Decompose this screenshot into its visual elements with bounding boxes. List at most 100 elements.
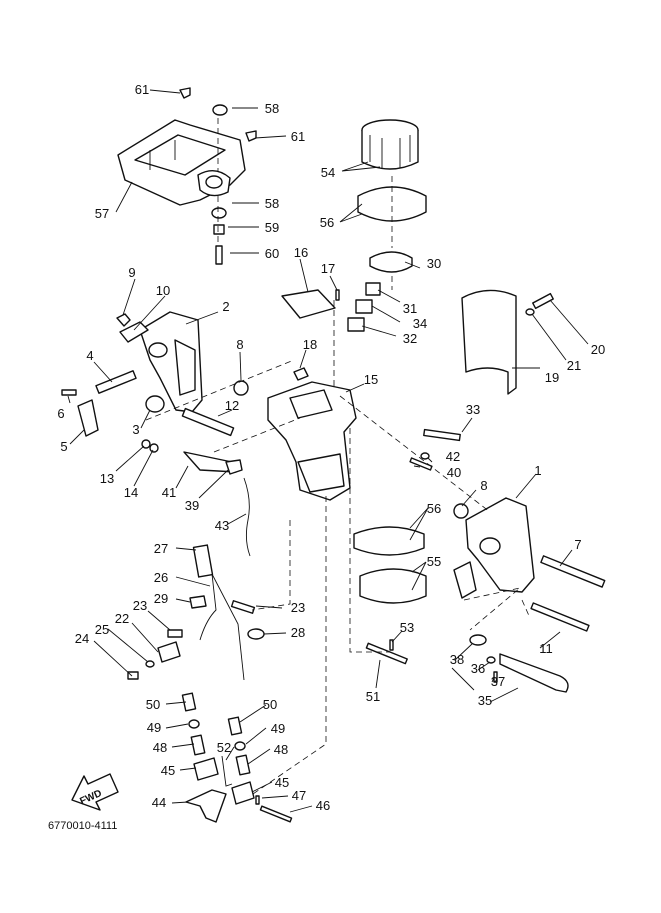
nut-part — [293, 367, 309, 381]
part-label: 2 — [222, 299, 229, 314]
part-label: 49 — [147, 720, 161, 735]
part-label: 27 — [154, 541, 168, 556]
part-label: 31 — [403, 301, 417, 316]
part-label: 22 — [115, 611, 129, 626]
part-label: 26 — [154, 570, 168, 585]
part-label: 34 — [413, 316, 427, 331]
part-label: 44 — [152, 795, 166, 810]
part-label: 50 — [263, 697, 277, 712]
part-label: 35 — [478, 693, 492, 708]
part-label: 37 — [491, 674, 505, 689]
shaft-part — [365, 642, 408, 665]
part-label: 43 — [215, 518, 229, 533]
bolt-part — [532, 292, 554, 310]
band-part — [369, 251, 413, 273]
grommet-part — [212, 104, 228, 116]
part-label: 8 — [236, 337, 243, 352]
washer-part — [525, 308, 535, 316]
part-label: 28 — [291, 625, 305, 640]
spring-part — [190, 734, 206, 756]
part-label: 48 — [274, 742, 288, 757]
part-label: 13 — [100, 471, 114, 486]
part-label: 56 — [427, 501, 441, 516]
part-label: 54 — [321, 165, 335, 180]
part-label: 21 — [567, 358, 581, 373]
pin-part — [493, 671, 498, 683]
part-label: 23 — [133, 598, 147, 613]
screw-part — [95, 370, 137, 394]
part-label: 3 — [132, 422, 139, 437]
part-label: 7 — [574, 537, 581, 552]
shaft-part — [181, 407, 235, 437]
pad-part — [145, 395, 165, 413]
part-label: 55 — [427, 554, 441, 569]
spring-part — [230, 600, 256, 614]
bolt-part — [127, 671, 139, 680]
rod-part — [243, 477, 251, 557]
clamp-bracket-part — [453, 497, 535, 599]
part-label: 16 — [294, 245, 308, 260]
part-label: 19 — [545, 370, 559, 385]
part-label: 11 — [539, 641, 553, 656]
washer-part — [149, 443, 159, 453]
nut-part — [116, 313, 131, 327]
pin-part — [389, 639, 394, 651]
nut-part — [420, 452, 430, 460]
bushing-part — [167, 629, 183, 638]
part-label: 6 — [57, 406, 64, 421]
swivel-bracket-part — [267, 381, 357, 501]
part-label: 49 — [271, 721, 285, 736]
spring-part — [247, 628, 265, 640]
part-label: 33 — [466, 402, 480, 417]
bracket-part — [193, 757, 219, 781]
washer-part — [188, 719, 200, 729]
pin-part — [335, 289, 340, 301]
part-label: 58 — [265, 101, 279, 116]
part-label: 9 — [128, 265, 135, 280]
leader-lines — [67, 89, 589, 813]
washer-part — [486, 656, 496, 664]
plate-part — [77, 399, 99, 437]
block-part — [365, 282, 381, 296]
part-label: 61 — [135, 82, 149, 97]
cover-part — [461, 289, 517, 395]
part-label: 23 — [291, 600, 305, 615]
part-label: 4 — [86, 348, 93, 363]
bolt-part — [215, 245, 223, 265]
part-label: 36 — [471, 661, 485, 676]
pin-part — [221, 755, 233, 787]
bolt-part — [61, 389, 77, 396]
lever-part — [185, 789, 227, 823]
part-label: 39 — [185, 498, 199, 513]
bolt-part — [423, 428, 461, 442]
part-label: 17 — [321, 261, 335, 276]
part-label: 38 — [450, 652, 464, 667]
pin-part — [255, 795, 260, 805]
steering-bracket-part — [117, 119, 246, 206]
part-label: 45 — [161, 763, 175, 778]
part-label: 57 — [95, 206, 109, 221]
part-label: 41 — [162, 485, 176, 500]
grommet-part — [211, 207, 227, 219]
cap-part — [227, 716, 243, 736]
bracket-part — [157, 641, 181, 663]
part-label: 45 — [275, 775, 289, 790]
collar-part — [233, 380, 249, 396]
clip-part — [189, 595, 207, 609]
bolt-part — [530, 602, 590, 632]
washer-part — [145, 660, 155, 668]
document-code: 6770010-4111 — [48, 820, 117, 832]
pin-part — [409, 457, 433, 471]
washer-part — [234, 741, 246, 751]
tilt-pin-part — [499, 653, 569, 693]
part-label: 48 — [153, 740, 167, 755]
part-label: 12 — [225, 398, 239, 413]
block-part — [347, 317, 365, 332]
part-drawings: FWD — [61, 87, 606, 823]
part-label: 42 — [446, 449, 460, 464]
cap-part — [245, 130, 257, 142]
part-label: 47 — [292, 788, 306, 803]
spring-part — [469, 634, 487, 646]
bolt-part — [540, 555, 606, 588]
assembly-axes — [145, 118, 531, 797]
